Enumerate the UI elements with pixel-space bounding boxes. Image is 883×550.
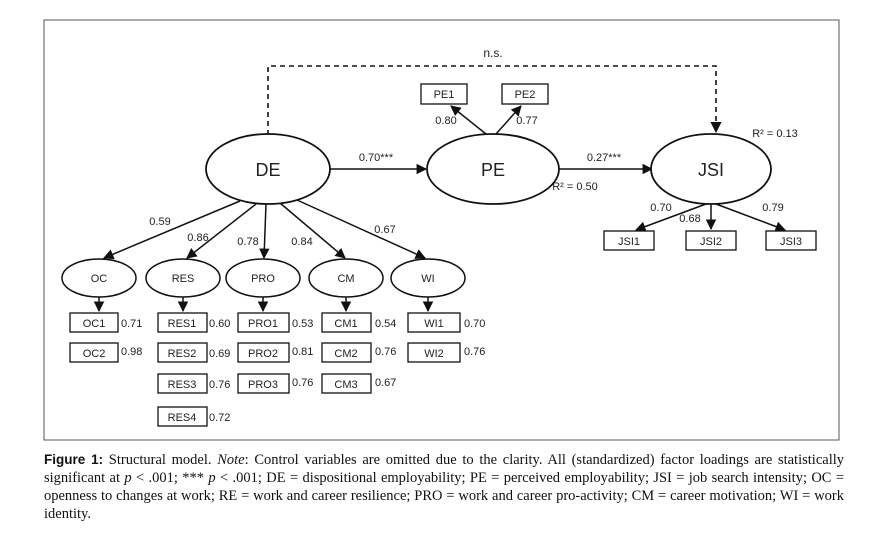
res2-loading: 0.69	[209, 348, 230, 360]
cm2-label: CM2	[334, 348, 357, 360]
res4-loading: 0.72	[209, 412, 230, 424]
pe1-label: PE1	[434, 89, 455, 101]
pe-r2: R² = 0.50	[552, 181, 598, 193]
pe2-label: PE2	[515, 89, 536, 101]
cm3-label: CM3	[334, 379, 357, 391]
jsi2-box	[685, 230, 737, 251]
caption-p-2: p	[208, 470, 216, 486]
pro3-box	[237, 373, 290, 394]
res3-box	[157, 373, 208, 394]
res2-box	[157, 342, 208, 363]
figure-frame	[43, 19, 840, 441]
oc1-loading: 0.71	[121, 318, 142, 330]
caption-text-1: Structural model.	[103, 452, 218, 468]
jsi-jsi3-arrow	[715, 203, 786, 232]
caption-p-1: p	[124, 470, 132, 486]
cm2-box	[321, 342, 372, 363]
oc2-label: OC2	[83, 348, 106, 360]
res-label: RES	[172, 273, 195, 285]
de-to-jsi-dashed-path	[267, 65, 722, 135]
caption-text-3: < .001; ***	[131, 470, 209, 486]
res4-label: RES4	[168, 412, 197, 424]
de-pro-arrow	[259, 203, 270, 260]
de-res-loading: 0.86	[187, 232, 208, 244]
jsi1-box	[603, 230, 655, 251]
pro-label: PRO	[251, 273, 275, 285]
de-label: DE	[255, 160, 280, 180]
pe1-box	[420, 83, 468, 105]
jsi3-box	[765, 230, 817, 251]
pro3-loading: 0.76	[292, 377, 313, 389]
wi1-label: WI1	[424, 318, 444, 330]
pro3-label: PRO3	[248, 379, 278, 391]
jsi1-label: JSI1	[618, 236, 640, 248]
cm1-label: CM1	[334, 318, 357, 330]
res2-label: RES2	[168, 348, 197, 360]
de-ellipse	[205, 133, 331, 205]
de-oc-loading: 0.59	[149, 216, 170, 228]
pe-pe1-arrow	[450, 105, 487, 135]
figure-caption: Figure 1: Structural model. Note: Contro…	[44, 451, 844, 523]
de-pro-loading: 0.78	[237, 236, 258, 248]
oc1-box	[69, 312, 119, 333]
wi1-loading: 0.70	[464, 318, 485, 330]
pro2-loading: 0.81	[292, 346, 313, 358]
oc2-loading: 0.98	[121, 346, 142, 358]
pe-jsi-coefficient: 0.27***	[587, 152, 622, 164]
cm-label: CM	[337, 273, 354, 285]
de-oc-arrow	[103, 200, 241, 260]
de-pe-coefficient: 0.70***	[359, 152, 394, 164]
wi-label: WI	[421, 273, 434, 285]
jsi2-label: JSI2	[700, 236, 722, 248]
de-wi-arrow	[296, 199, 426, 259]
cm2-loading: 0.76	[375, 346, 396, 358]
pro1-label: PRO1	[248, 318, 278, 330]
pro1-box	[237, 312, 290, 333]
pe-ellipse	[426, 133, 560, 205]
de-cm-loading: 0.84	[291, 236, 312, 248]
res1-label: RES1	[168, 318, 197, 330]
cm1-box	[321, 312, 372, 333]
jsi-label: JSI	[698, 160, 724, 180]
pe1-loading: 0.80	[435, 115, 456, 127]
de-res-arrow	[186, 203, 257, 259]
de-wi-loading: 0.67	[374, 224, 395, 236]
wi2-label: WI2	[424, 348, 444, 360]
caption-text-2: : Control variables are omitted due to t…	[44, 452, 844, 486]
oc2-box	[69, 342, 119, 363]
pe-label: PE	[481, 160, 505, 180]
res1-box	[157, 312, 208, 333]
res3-loading: 0.76	[209, 379, 230, 391]
caption-text-4: < .001; DE = dispositional employability…	[44, 470, 845, 522]
cm3-box	[321, 373, 372, 394]
cm1-loading: 0.54	[375, 318, 396, 330]
res3-label: RES3	[168, 379, 197, 391]
oc1-label: OC1	[83, 318, 106, 330]
pe2-loading: 0.77	[516, 115, 537, 127]
wi1-box	[407, 312, 461, 333]
cm3-loading: 0.67	[375, 377, 396, 389]
figure-label: Figure 1:	[44, 452, 104, 467]
ns-label: n.s.	[483, 46, 502, 60]
pro2-box	[237, 342, 290, 363]
de-cm-arrow	[279, 202, 346, 259]
jsi-r2: R² = 0.13	[752, 128, 798, 140]
structural-model-diagram: n.s. 0.70*** 0.27*** DE PE JSI R² = 0.50…	[43, 19, 840, 441]
jsi1-loading: 0.70	[650, 202, 671, 214]
pro2-label: PRO2	[248, 348, 278, 360]
pro1-loading: 0.53	[292, 318, 313, 330]
wi2-loading: 0.76	[464, 346, 485, 358]
pe-pe2-arrow	[495, 105, 522, 135]
oc-label: OC	[91, 273, 108, 285]
jsi3-label: JSI3	[780, 236, 802, 248]
res4-box	[157, 406, 208, 427]
jsi-jsi1-arrow	[635, 203, 707, 232]
caption-note: Note	[217, 452, 245, 468]
jsi2-loading: 0.68	[679, 213, 700, 225]
jsi3-loading: 0.79	[762, 202, 783, 214]
pe2-box	[501, 83, 549, 105]
res1-loading: 0.60	[209, 318, 230, 330]
wi2-box	[407, 342, 461, 363]
